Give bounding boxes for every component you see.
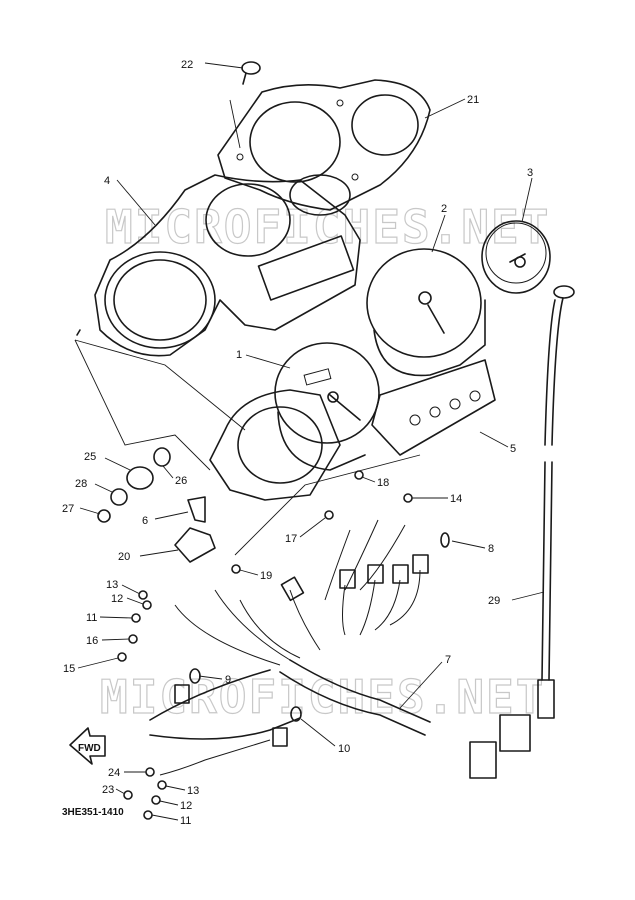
- callout-14: 14: [450, 493, 462, 505]
- part-3-gauge-drawing: [481, 220, 551, 294]
- callout-11-lower: 11: [180, 815, 191, 827]
- callout-11-upper: 11: [86, 612, 97, 624]
- callout-13-upper: 13: [106, 579, 118, 591]
- callout-28: 28: [75, 478, 87, 490]
- callout-2: 2: [441, 203, 447, 215]
- watermark-bottom: MICROFICHES.NET: [100, 670, 545, 724]
- part-29-cable-drawing: [537, 285, 575, 719]
- callout-3: 3: [527, 167, 533, 179]
- callout-1: 1: [236, 349, 242, 361]
- lower-meter-case-drawing: [209, 389, 341, 501]
- callout-25: 25: [84, 451, 96, 463]
- callout-9: 9: [225, 674, 231, 686]
- callout-18: 18: [377, 477, 389, 489]
- callout-12-lower: 12: [180, 800, 192, 812]
- callout-21: 21: [467, 94, 479, 106]
- callout-24: 24: [108, 767, 120, 779]
- drawing-code: 3HE351-1410: [62, 807, 124, 818]
- part-2-tachometer-drawing: [366, 248, 486, 377]
- part-4-meter-case-drawing: [76, 174, 361, 357]
- callout-labels: 22 21 4 3 2 1 5 25 26 28 27 18 14 6 17 8…: [62, 59, 533, 827]
- callout-22: 22: [181, 59, 193, 71]
- fwd-arrow: FWD: [69, 727, 106, 765]
- callout-12-upper: 12: [111, 593, 123, 605]
- callout-13-lower: 13: [187, 785, 199, 797]
- part-5-indicator-housing-drawing: [371, 359, 496, 456]
- callout-10: 10: [338, 743, 350, 755]
- callout-6: 6: [142, 515, 148, 527]
- part-1-speedometer-drawing: [274, 342, 380, 471]
- watermark-top: MICROFICHES.NET: [105, 200, 550, 254]
- callout-26: 26: [175, 475, 187, 487]
- callout-leaders: [77, 62, 545, 821]
- callout-19: 19: [260, 570, 272, 582]
- small-parts-drawing: [97, 447, 216, 563]
- callout-27: 27: [62, 503, 74, 515]
- part-22-screw-drawing: [241, 61, 261, 85]
- callout-5: 5: [510, 443, 516, 455]
- fwd-label: FWD: [78, 743, 101, 754]
- callout-29: 29: [488, 595, 500, 607]
- screws-washers-drawing: [117, 470, 413, 820]
- callout-16: 16: [86, 635, 98, 647]
- part-7-wire-harness-drawing: [149, 519, 531, 779]
- callout-17: 17: [285, 533, 297, 545]
- assembly-leaders: [74, 99, 421, 556]
- callout-8: 8: [488, 543, 494, 555]
- callout-15: 15: [63, 663, 75, 675]
- callout-23: 23: [102, 784, 114, 796]
- callout-20: 20: [118, 551, 130, 563]
- callout-4: 4: [104, 175, 110, 187]
- part-21-meter-panel-drawing: [217, 79, 431, 211]
- callout-7: 7: [445, 654, 451, 666]
